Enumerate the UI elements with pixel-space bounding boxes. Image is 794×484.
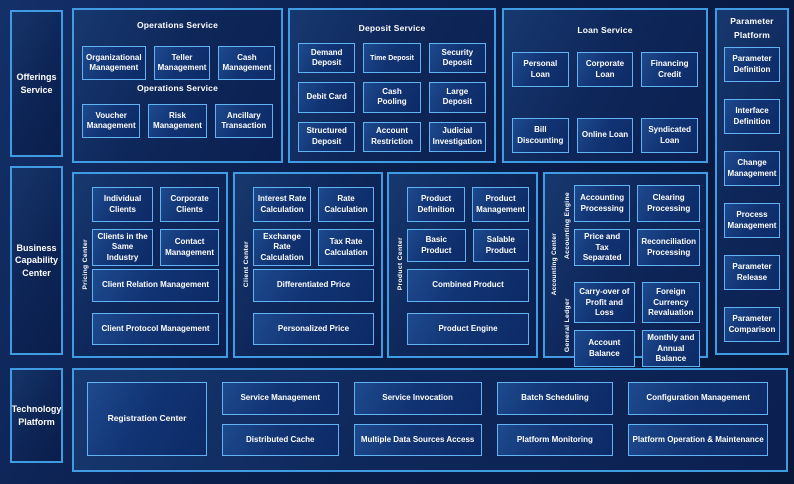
box-clearing-processing[interactable]: Clearing Processing bbox=[637, 185, 700, 223]
box-basic-product[interactable]: Basic Product bbox=[407, 229, 466, 262]
box-bill-discounting[interactable]: Bill Discounting bbox=[512, 118, 569, 153]
box-syndicated-loan[interactable]: Syndicated Loan bbox=[641, 118, 698, 153]
box-organizational-management[interactable]: Organizational Management bbox=[82, 46, 146, 80]
box-ancillary-transaction[interactable]: Ancillary Transaction bbox=[214, 104, 273, 138]
box-teller-management[interactable]: Teller Management bbox=[153, 46, 211, 80]
box-account-restriction[interactable]: Account Restriction bbox=[363, 121, 421, 152]
box-process-management[interactable]: Process Management bbox=[724, 203, 780, 238]
panel-accounting-center: Accounting Center Accounting Engine Acco… bbox=[543, 172, 708, 368]
box-parameter-definition[interactable]: Parameter Definition bbox=[724, 47, 780, 82]
box-configuration-management[interactable]: Configuration Management bbox=[628, 382, 768, 415]
box-clients-same-industry[interactable]: Clients in the Same Industry bbox=[92, 229, 154, 267]
box-monthly-annual-balance[interactable]: Monthly and Annual Balance bbox=[641, 330, 700, 368]
panel-technology-platform: Registration Center Service Management D… bbox=[72, 368, 788, 472]
general-ledger-group: General Ledger Carry-over of Profit and … bbox=[560, 282, 700, 368]
box-foreign-currency-revaluation[interactable]: Foreign Currency Revaluation bbox=[641, 282, 700, 324]
box-salable-product[interactable]: Salable Product bbox=[472, 229, 529, 262]
box-large-deposit[interactable]: Large Deposit bbox=[428, 82, 486, 113]
box-product-management[interactable]: Product Management bbox=[472, 187, 529, 222]
box-product-definition[interactable]: Product Definition bbox=[407, 187, 466, 222]
general-ledger-vertical-label: General Ledger bbox=[563, 297, 571, 352]
box-online-loan[interactable]: Online Loan bbox=[576, 118, 634, 153]
panel-client-center: Client Center Interest Rate Calculation … bbox=[233, 172, 383, 358]
accounting-center-vertical-label: Accounting Center bbox=[550, 232, 558, 296]
box-debit-card[interactable]: Debit Card bbox=[298, 82, 356, 113]
box-individual-clients[interactable]: Individual Clients bbox=[92, 187, 154, 222]
accounting-engine-vertical-label: Accounting Engine bbox=[563, 192, 571, 260]
box-cash-pooling[interactable]: Cash Pooling bbox=[363, 82, 421, 113]
panel-parameter-platform: Parameter Platform Parameter Definition … bbox=[715, 8, 789, 355]
panel-operations-service: Operations Service Organizational Manage… bbox=[72, 8, 283, 163]
accounting-engine-group: Accounting Engine Accounting Processing … bbox=[560, 185, 700, 267]
box-registration-center[interactable]: Registration Center bbox=[87, 382, 207, 456]
client-center-vertical-label: Client Center bbox=[242, 240, 250, 288]
box-corporate-loan[interactable]: Corporate Loan bbox=[576, 52, 634, 87]
box-personalized-price[interactable]: Personalized Price bbox=[253, 313, 374, 345]
box-interest-rate-calculation[interactable]: Interest Rate Calculation bbox=[253, 187, 312, 222]
box-reconciliation-processing[interactable]: Reconciliation Processing bbox=[637, 229, 700, 267]
box-differentiated-price[interactable]: Differentiated Price bbox=[253, 269, 374, 302]
box-cash-management[interactable]: Cash Management bbox=[218, 46, 276, 80]
rail-business-capability-center: Business Capability Center bbox=[10, 166, 63, 355]
parameter-title-line2: Platform bbox=[733, 30, 771, 40]
box-contact-management[interactable]: Contact Management bbox=[160, 229, 219, 267]
panel-pricing-center: Pricing Center Individual Clients Corpor… bbox=[72, 172, 228, 358]
box-product-engine[interactable]: Product Engine bbox=[407, 313, 529, 345]
box-price-tax-separated[interactable]: Price and Tax Separated bbox=[574, 229, 631, 267]
box-service-management[interactable]: Service Management bbox=[222, 382, 339, 415]
panel-product-center: Product Center Product Definition Produc… bbox=[387, 172, 538, 358]
box-tax-rate-calculation[interactable]: Tax Rate Calculation bbox=[318, 229, 374, 267]
panel-deposit-service: Deposit Service Demand Deposit Time Depo… bbox=[288, 8, 496, 163]
box-judicial-investigation[interactable]: Judicial Investigation bbox=[428, 121, 486, 152]
box-parameter-release[interactable]: Parameter Release bbox=[724, 255, 780, 290]
panel-loan-service: Loan Service Personal Loan Corporate Loa… bbox=[502, 8, 708, 163]
box-structured-deposit[interactable]: Structured Deposit bbox=[298, 121, 356, 152]
box-parameter-comparison[interactable]: Parameter Comparison bbox=[724, 307, 780, 342]
box-platform-operation-maintenance[interactable]: Platform Operation & Maintenance bbox=[628, 423, 768, 456]
box-account-balance[interactable]: Account Balance bbox=[574, 330, 635, 368]
box-risk-management[interactable]: Risk Management bbox=[148, 104, 207, 138]
rail-technology-platform: Technology Platform bbox=[10, 368, 63, 463]
operations-title: Operations Service bbox=[136, 20, 219, 30]
box-accounting-processing[interactable]: Accounting Processing bbox=[574, 185, 631, 223]
box-platform-monitoring[interactable]: Platform Monitoring bbox=[496, 423, 614, 456]
box-time-deposit[interactable]: Time Deposit bbox=[363, 43, 421, 74]
rail-offerings-service: Offerings Service bbox=[10, 10, 63, 157]
box-exchange-rate-calculation[interactable]: Exchange Rate Calculation bbox=[253, 229, 312, 267]
box-combined-product[interactable]: Combined Product bbox=[407, 269, 529, 302]
box-service-invocation[interactable]: Service Invocation bbox=[353, 382, 482, 415]
box-financing-credit[interactable]: Financing Credit bbox=[641, 52, 698, 87]
box-change-management[interactable]: Change Management bbox=[724, 151, 780, 186]
box-demand-deposit[interactable]: Demand Deposit bbox=[298, 43, 356, 74]
deposit-title: Deposit Service bbox=[358, 23, 426, 33]
operations-mid-label: Operations Service bbox=[136, 83, 219, 93]
box-rate-calculation[interactable]: Rate Calculation bbox=[318, 187, 374, 222]
box-interface-definition[interactable]: Interface Definition bbox=[724, 99, 780, 134]
box-security-deposit[interactable]: Security Deposit bbox=[428, 43, 486, 74]
product-center-vertical-label: Product Center bbox=[396, 237, 404, 291]
box-personal-loan[interactable]: Personal Loan bbox=[512, 52, 569, 87]
pricing-center-vertical-label: Pricing Center bbox=[81, 238, 89, 290]
box-batch-scheduling[interactable]: Batch Scheduling bbox=[496, 382, 614, 415]
box-corporate-clients[interactable]: Corporate Clients bbox=[160, 187, 219, 222]
box-carry-over-profit-loss[interactable]: Carry-over of Profit and Loss bbox=[574, 282, 635, 324]
parameter-title-line1: Parameter bbox=[730, 16, 774, 26]
box-client-relation-management[interactable]: Client Relation Management bbox=[92, 269, 219, 302]
box-voucher-management[interactable]: Voucher Management bbox=[82, 104, 141, 138]
loan-title: Loan Service bbox=[577, 25, 633, 35]
box-multiple-data-sources-access[interactable]: Multiple Data Sources Access bbox=[353, 423, 482, 456]
box-client-protocol-management[interactable]: Client Protocol Management bbox=[92, 313, 219, 345]
box-distributed-cache[interactable]: Distributed Cache bbox=[222, 423, 339, 456]
